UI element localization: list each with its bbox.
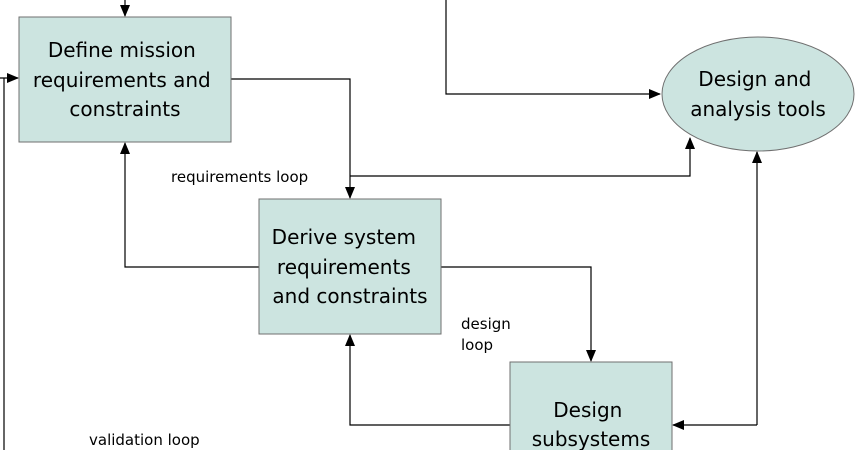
node-design-tools-label: Design and analysis tools — [690, 67, 826, 121]
validation-loop-label: validation loop — [89, 431, 200, 449]
edge-derive-to-mission — [120, 142, 259, 268]
node-derive-system: Derive system requirements and constrain… — [258, 198, 442, 335]
edges — [0, 0, 762, 450]
edge-top-to-tools — [445, 0, 661, 99]
node-define-mission-line-3: constraints — [69, 97, 180, 121]
node-derive-system-box — [258, 198, 442, 335]
node-design-subsystems-line-1: Design — [553, 398, 622, 422]
node-define-mission: Define mission requirements and constrai… — [18, 16, 232, 143]
design-loop-label: design loop — [461, 315, 516, 354]
node-design-tools-line-1: Design and — [698, 67, 811, 91]
node-define-mission-label: Define mission requirements and constrai… — [33, 38, 217, 121]
node-derive-system-line-3: and constraints — [272, 284, 427, 308]
edge-derive-to-subsystems — [441, 266, 596, 362]
edge-loop-to-tools — [350, 137, 695, 177]
node-define-mission-line-2: requirements and — [33, 68, 211, 92]
edge-mission-to-derive — [231, 78, 355, 199]
node-design-tools: Design and analysis tools — [661, 36, 855, 152]
node-define-mission-line-1: Define mission — [48, 38, 196, 62]
node-design-subsystems-box — [509, 361, 673, 450]
node-design-tools-line-2: analysis tools — [690, 97, 826, 121]
node-define-mission-box — [18, 16, 232, 143]
design-loop-line-1: design — [461, 315, 511, 333]
node-design-tools-ellipse — [661, 36, 855, 152]
requirements-loop-label: requirements loop — [171, 168, 308, 186]
node-design-subsystems: Design subsystems — [509, 361, 673, 450]
design-loop-line-2: loop — [461, 336, 493, 354]
node-derive-system-line-1: Derive system — [272, 225, 416, 249]
edge-subsystems-to-derive — [345, 334, 510, 426]
node-derive-system-line-2: requirements — [277, 255, 411, 279]
node-design-subsystems-label: Design subsystems — [532, 398, 651, 450]
node-design-subsystems-line-2: subsystems — [532, 427, 651, 450]
node-derive-system-label: Derive system requirements and constrain… — [272, 225, 428, 308]
